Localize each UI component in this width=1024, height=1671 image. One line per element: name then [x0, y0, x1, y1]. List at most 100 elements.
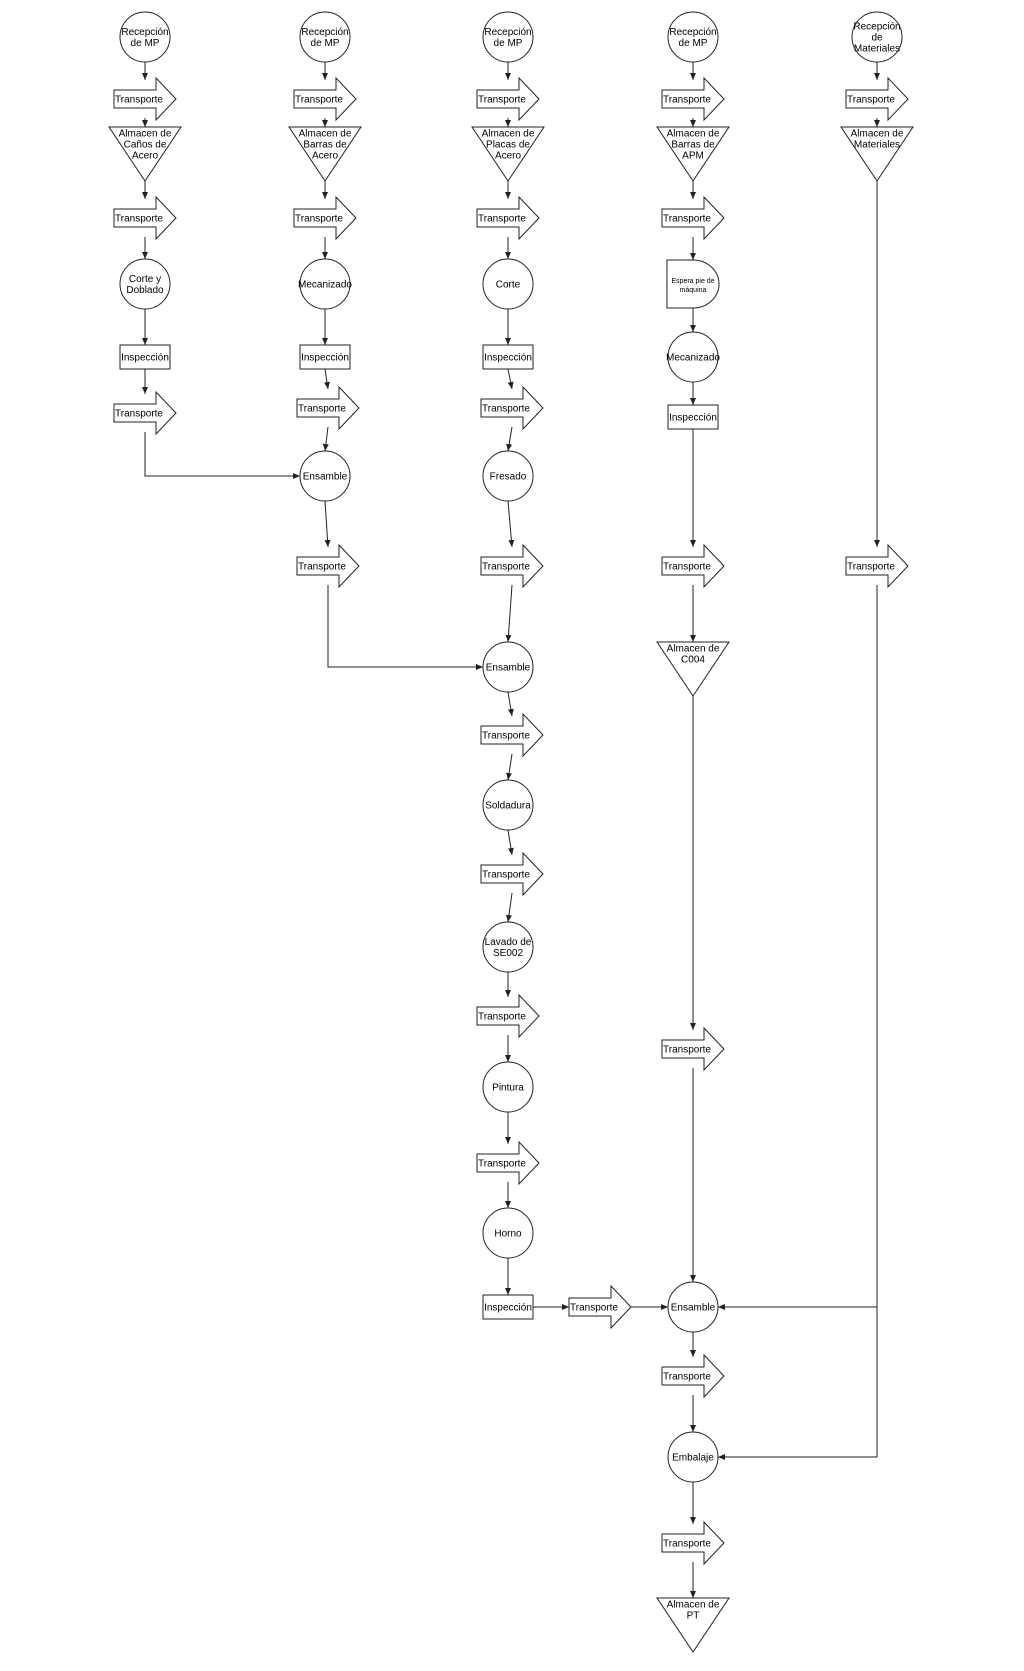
node-c4-t4: Transporte: [661, 1026, 725, 1072]
transport-arrow: [480, 385, 544, 431]
node-c3-pint: Pintura: [482, 1061, 534, 1113]
node-label: Mecanizado: [666, 353, 720, 364]
transport-arrow: [480, 712, 544, 758]
operation-circle: [667, 1281, 719, 1333]
node-label: Transporte: [847, 95, 895, 106]
operation-circle: [482, 779, 534, 831]
node-label: Embalaje: [672, 1453, 714, 1464]
node-c4-insp: Inspección: [667, 404, 719, 430]
edge-c3-ens-to-c3-t5: [507, 691, 514, 717]
storage-triangle: [108, 126, 182, 182]
node-c3-fres: Fresado: [482, 450, 534, 502]
node-label: Transporte: [478, 95, 526, 106]
edge-c3-t4-to-c3-ens: [505, 584, 513, 643]
node-label: Fresado: [490, 472, 527, 483]
node-c4-ens: Ensamble: [667, 1281, 719, 1333]
node-label: Transporte: [663, 1045, 711, 1056]
node-label: Transporte: [298, 404, 346, 415]
node-label: Corte: [496, 280, 521, 291]
transport-arrow: [845, 76, 909, 122]
edge-c2-insp-to-c2-t3: [323, 368, 330, 390]
operation-circle: [482, 1061, 534, 1113]
edge-c2-ens-to-c2-t4: [324, 500, 331, 548]
operation-circle: [482, 258, 534, 310]
edge-c2-t4-to-c3-ens: [327, 585, 483, 670]
node-label: Transporte: [478, 214, 526, 225]
operation-circle: [667, 331, 719, 383]
node-c2-t3: Transporte: [296, 385, 360, 431]
node-c3-horno: Horno: [482, 1207, 534, 1259]
transport-arrow: [296, 385, 360, 431]
edge-c1-t3-to-c2-ens: [144, 432, 300, 479]
operation-circle: [482, 11, 534, 63]
node-c3-t4: Transporte: [480, 543, 544, 589]
node-c2-ens: Ensamble: [299, 450, 351, 502]
node-label: Ensamble: [486, 663, 531, 674]
edge-c3-t3-to-c3-fres: [506, 426, 513, 452]
node-label: Inspección: [301, 353, 349, 364]
transport-arrow: [476, 1140, 540, 1186]
storage-triangle: [656, 1597, 730, 1653]
node-c3-t8: Transporte: [476, 1140, 540, 1186]
node-label: Transporte: [482, 731, 530, 742]
edge-c3-fres-to-c3-t4: [507, 500, 515, 548]
node-c2-t2: Transporte: [293, 195, 357, 241]
node-c1-t2: Transporte: [113, 195, 177, 241]
inspection-rect: [482, 1294, 534, 1320]
operation-circle: [119, 11, 171, 63]
node-label: Transporte: [482, 404, 530, 415]
storage-triangle: [656, 126, 730, 182]
transport-arrow: [480, 851, 544, 897]
node-c4-t2: Transporte: [661, 195, 725, 241]
node-label: Transporte: [295, 95, 343, 106]
node-c1-insp: Inspección: [119, 344, 171, 370]
node-label: Horno: [494, 1229, 522, 1240]
inspection-rect: [299, 344, 351, 370]
transport-arrow: [568, 1284, 632, 1330]
node-label: Inspección: [121, 353, 169, 364]
node-c4-t1: Transporte: [661, 76, 725, 122]
node-c3-t2: Transporte: [476, 195, 540, 241]
node-label: Inspección: [484, 1303, 532, 1314]
node-c3-insp: Inspección: [482, 344, 534, 370]
edge-c5-t2-to-c4-ens: [718, 585, 878, 1310]
inspection-rect: [482, 344, 534, 370]
operation-circle: [482, 641, 534, 693]
node-label: Transporte: [482, 870, 530, 881]
node-c5-t1: Transporte: [845, 76, 909, 122]
operation-circle: [482, 450, 534, 502]
node-c3-insp2: Inspección: [482, 1294, 534, 1320]
node-c3-sold: Soldadura: [482, 779, 534, 831]
node-c3-t5: Transporte: [480, 712, 544, 758]
node-label: Soldadura: [485, 801, 531, 812]
node-c4-t3: Transporte: [661, 543, 725, 589]
node-c3-t7: Transporte: [476, 993, 540, 1039]
transport-arrow: [661, 1353, 725, 1399]
node-label: Transporte: [295, 214, 343, 225]
node-label: Transporte: [847, 562, 895, 573]
edge-c3-t6-to-c3-lav: [505, 892, 513, 923]
node-c2-t1: Transporte: [293, 76, 357, 122]
operation-circle: [667, 11, 719, 63]
transport-arrow: [113, 195, 177, 241]
transport-arrow: [845, 543, 909, 589]
node-label: Transporte: [478, 1012, 526, 1023]
